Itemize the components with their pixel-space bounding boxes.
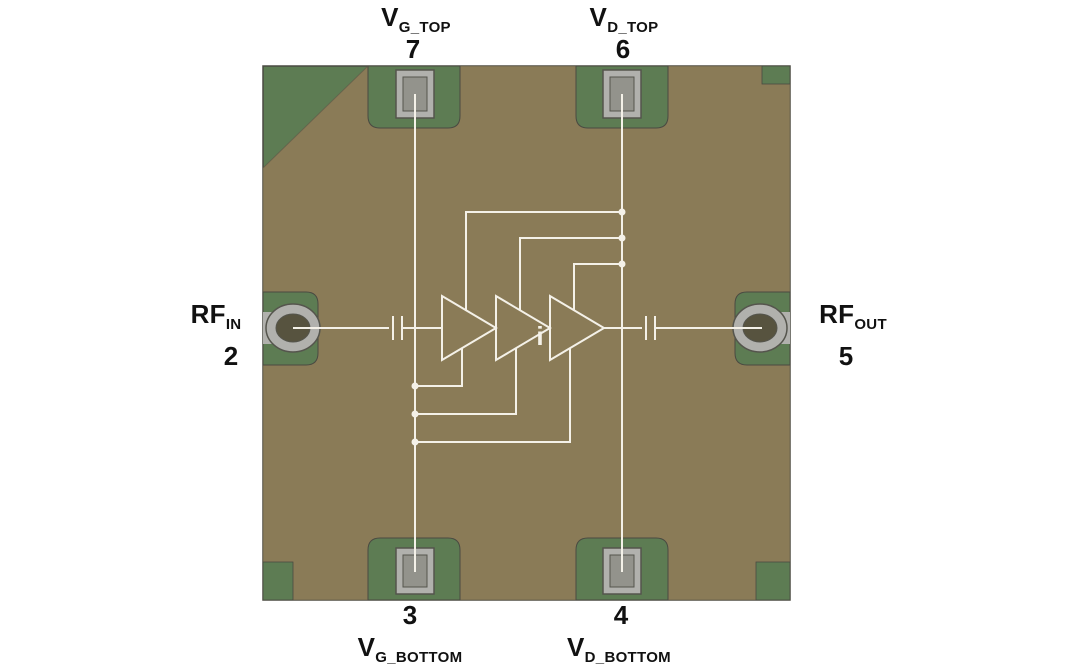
pin-number-4: 4 [613, 600, 629, 630]
vg-tap-3 [415, 348, 571, 443]
vd-tap-3 [573, 263, 622, 311]
pin-label-vd-top-main: V [589, 2, 608, 32]
vd-tap-1 [465, 211, 622, 311]
amplifier-2-icon [495, 294, 552, 362]
pin-label-rf-in-main: RF [190, 299, 226, 329]
vd-tap-2 [519, 237, 622, 311]
pin-number-6: 6 [615, 34, 631, 64]
junction-dot [411, 438, 419, 446]
chip-corner-bottom-right [755, 561, 791, 601]
pin-label-rf-out-main: RF [819, 299, 855, 329]
chip-body [262, 65, 791, 601]
chip-corner-bottom-left [262, 561, 294, 601]
pin-label-vg-top-sub: G_TOP [398, 19, 451, 37]
junction-dot [411, 382, 419, 390]
pin-number-2: 2 [223, 341, 239, 371]
pin-label-vd-bottom-sub: D_BOTTOM [584, 649, 671, 667]
junction-dot [618, 208, 626, 216]
junction-dot [411, 410, 419, 418]
pin-label-vg-bottom-sub: G_BOTTOM [375, 649, 463, 667]
vg-tap-1 [415, 348, 463, 387]
chip-corner-top-right [761, 65, 791, 85]
pin-label-vd-top-sub: D_TOP [607, 19, 659, 37]
junction-dot [618, 260, 626, 268]
pin-label-rf-in: RFIN [191, 299, 242, 333]
pin-label-vd-bottom: VD_BOTTOM [567, 632, 671, 666]
pin-label-vg-top: VG_TOP [381, 2, 451, 36]
junction-dot [618, 234, 626, 242]
pin-label-rf-in-sub: IN [225, 316, 242, 334]
pin-label-vd-top: VD_TOP [590, 2, 659, 36]
pin-label-vg-top-main: V [381, 2, 399, 32]
pin-label-rf-out: RFOUT [819, 299, 887, 333]
pin-label-rf-out-sub: OUT [854, 316, 887, 334]
vg-tap-2 [415, 348, 517, 415]
pin-number-3: 3 [402, 600, 418, 630]
pin-number-5: 5 [838, 341, 854, 371]
amplifier-3-icon [549, 294, 606, 362]
pin-number-7: 7 [405, 34, 421, 64]
pin-label-vg-bottom-main: V [357, 632, 376, 662]
pin-label-vg-bottom: VG_BOTTOM [358, 632, 463, 666]
current-label: i [536, 321, 543, 351]
amplifier-1-icon [441, 294, 498, 362]
pin-label-vd-bottom-main: V [567, 632, 585, 662]
